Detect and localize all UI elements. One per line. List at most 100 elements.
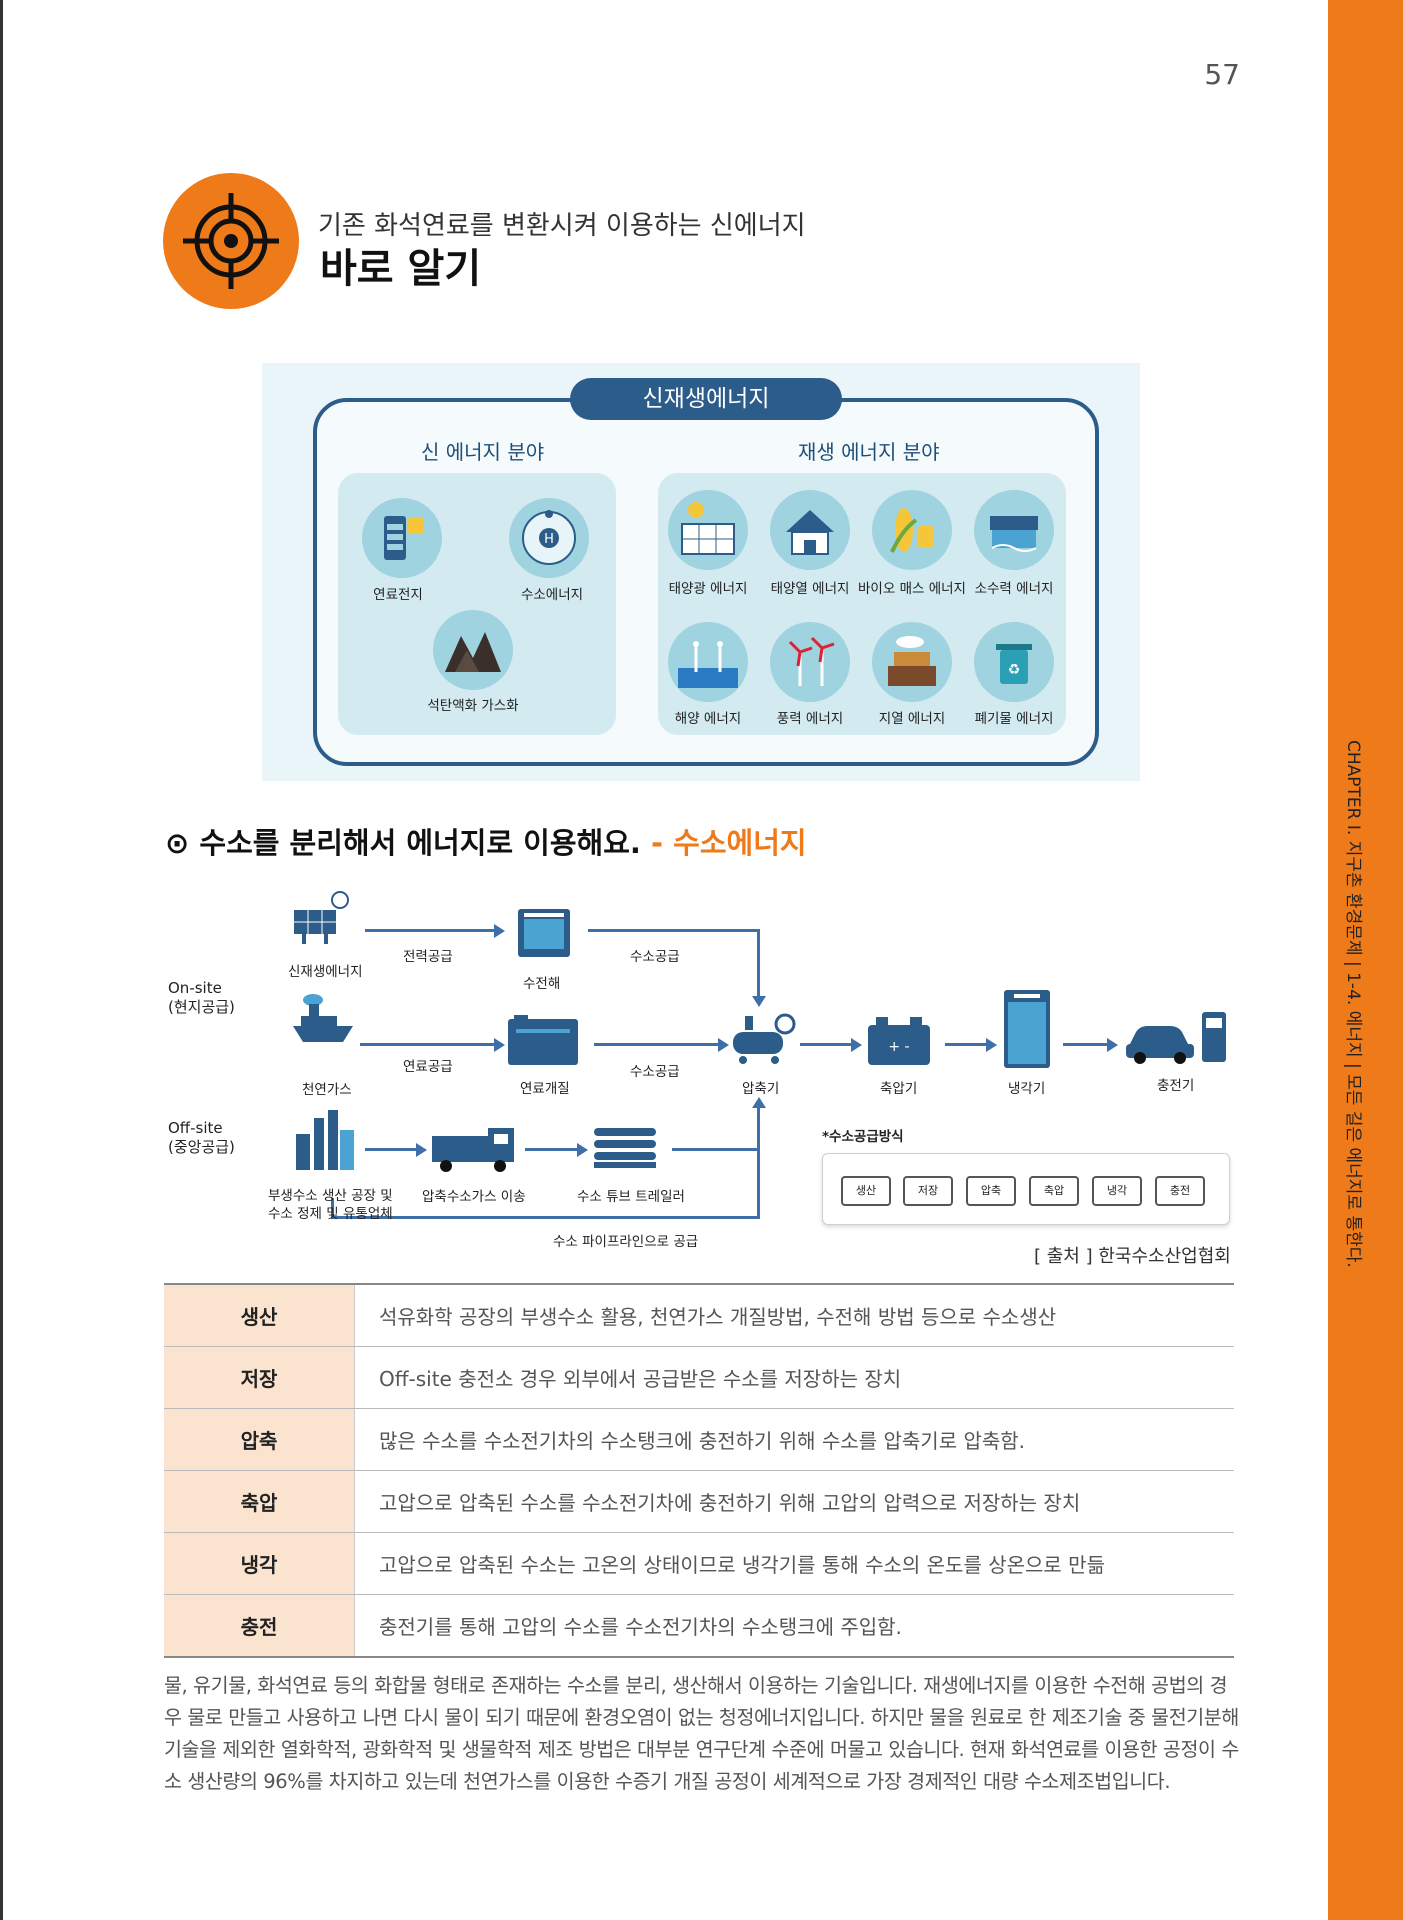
- table-term: 냉각: [164, 1532, 355, 1595]
- method-step: 냉각: [1092, 1176, 1142, 1206]
- flow-line: [800, 1043, 852, 1046]
- info-item-caption: 풍력 에너지: [776, 711, 844, 727]
- info-item-caption: 바이오 매스 에너지: [858, 581, 966, 597]
- svg-text:H: H: [544, 532, 554, 547]
- arrow-right-icon: [577, 1143, 588, 1157]
- chapter-side-tab: [1328, 0, 1403, 1920]
- ship-icon: [291, 990, 355, 1058]
- table-term: 압축: [164, 1408, 355, 1471]
- waste-energy-icon: ♻: [974, 622, 1054, 702]
- method-step: 저장: [903, 1176, 953, 1206]
- onsite-label-text: On-site: [168, 979, 222, 997]
- left-page-rule: [0, 0, 3, 1920]
- svg-text:+ -: + -: [888, 1039, 909, 1055]
- info-item-caption: 수소에너지: [520, 587, 584, 603]
- renewable-source-icon: [288, 888, 358, 952]
- cooler-icon: [1002, 988, 1052, 1074]
- bullet-icon: ⊙: [165, 826, 200, 860]
- offsite-source-line: 수소 정제 및 유통업체: [268, 1206, 393, 1222]
- arrow-right-icon: [416, 1143, 427, 1157]
- diagram-label: 수전해: [523, 976, 561, 992]
- info-item-caption: 해양 에너지: [674, 711, 742, 727]
- table-desc: 고압으로 압축된 수소를 수소전기차에 충전하기 위해 고압의 압력으로 저장하…: [354, 1470, 1234, 1533]
- diagram-label: 압축수소가스 이송: [422, 1189, 526, 1205]
- page-number: 57: [1204, 58, 1240, 91]
- diagram-label: 냉각기: [1008, 1081, 1046, 1097]
- diagram-label: 전력공급: [403, 949, 453, 965]
- info-item-caption: 지열 에너지: [878, 711, 946, 727]
- section-title-text: 수소를 분리해서 에너지로 이용해요.: [199, 826, 641, 860]
- diagram-label: 축압기: [880, 1081, 918, 1097]
- compressor-icon: [731, 1010, 797, 1070]
- electrolyzer-icon: [516, 907, 572, 963]
- heading-subtitle: 기존 화석연료를 변환시켜 이용하는 신에너지: [318, 211, 806, 241]
- diagram-label: 압축기: [742, 1081, 780, 1097]
- body-paragraph: 물, 유기물, 화석연료 등의 화합물 형태로 존재하는 수소를 분리, 생산해…: [164, 1674, 1239, 1793]
- info-item-caption: 석탄액화 가스화: [427, 698, 519, 714]
- info-item-caption: 태양광 에너지: [668, 581, 748, 597]
- diagram-label: 충전기: [1157, 1078, 1195, 1094]
- flow-line: [365, 1148, 417, 1151]
- diagram-label: 수소 튜브 트레일러: [577, 1189, 685, 1205]
- chapter-side-text: CHAPTER I. 지구촌 환경문제 | 1-4. 에너지 | 모든 길은 에…: [1343, 740, 1363, 1268]
- new-energy-label: 신 에너지 분야: [421, 440, 545, 464]
- section-title: ⊙ 수소를 분리해서 에너지로 이용해요. - 수소에너지: [165, 820, 807, 862]
- table-desc: Off-site 충전소 경우 외부에서 공급받은 수소를 저장하는 장치: [354, 1346, 1234, 1409]
- flow-line: [360, 1043, 495, 1046]
- ocean-energy-icon: [668, 622, 748, 702]
- onsite-label-sub: (현지공급): [168, 998, 235, 1016]
- info-item-caption: 소수력 에너지: [974, 581, 1054, 597]
- diagram-label: 신재생에너지: [288, 964, 363, 980]
- table-term: 생산: [164, 1283, 355, 1347]
- arrow-down-icon: [752, 996, 766, 1007]
- method-step: 압축: [966, 1176, 1016, 1206]
- table-desc: 고압으로 압축된 수소는 고온의 상태이므로 냉각기를 통해 수소의 온도를 상…: [354, 1532, 1234, 1595]
- table-desc: 많은 수소를 수소전기차의 수소탱크에 충전하기 위해 수소를 압축기로 압축함…: [354, 1408, 1234, 1471]
- flow-line: [331, 1216, 760, 1219]
- arrow-up-icon: [752, 1097, 766, 1108]
- reformer-icon: [506, 1013, 580, 1071]
- flow-line: [525, 1148, 578, 1151]
- arrow-right-icon: [1107, 1038, 1118, 1052]
- heading-title: 바로 알기: [320, 246, 482, 292]
- wind-energy-icon: [770, 622, 850, 702]
- offsite-label-sub: (중앙공급): [168, 1138, 235, 1156]
- charger-car-icon: [1124, 1010, 1230, 1070]
- diagram-label: 수소공급: [630, 1064, 680, 1080]
- table-term: 충전: [164, 1594, 355, 1658]
- offsite-label-text: Off-site: [168, 1119, 223, 1137]
- arrow-right-icon: [494, 1038, 505, 1052]
- diagram-label: 수소공급: [630, 949, 680, 965]
- flow-line: [945, 1043, 987, 1046]
- supply-method-box: 생산 저장 압축 축압 냉각 충전: [822, 1153, 1230, 1225]
- onsite-label: On-site (현지공급): [168, 979, 235, 1017]
- arrow-right-icon: [494, 924, 505, 938]
- heading-badge: [163, 173, 299, 309]
- flow-line: [588, 929, 760, 932]
- flow-line: [365, 929, 495, 932]
- method-step: 생산: [841, 1176, 891, 1206]
- offsite-source-line: 부생수소 생산 공장 및: [268, 1188, 393, 1204]
- diagram-label: 연료공급: [403, 1059, 453, 1075]
- method-step: 축압: [1029, 1176, 1079, 1206]
- svg-text:♻: ♻: [1008, 662, 1021, 678]
- section-title-highlight: - 수소에너지: [651, 826, 807, 860]
- flow-line: [331, 1198, 334, 1218]
- supply-method-title: *수소공급방식: [822, 1129, 904, 1145]
- solar-power-icon: [668, 490, 748, 570]
- arrow-right-icon: [986, 1038, 997, 1052]
- fuel-cell-icon: [362, 498, 442, 578]
- flow-line: [594, 1043, 719, 1046]
- geothermal-icon: [872, 622, 952, 702]
- info-item-caption: 연료전지: [373, 587, 423, 603]
- diagram-label: 천연가스: [302, 1082, 352, 1098]
- info-item-caption: 태양열 에너지: [770, 581, 850, 597]
- truck-icon: [430, 1124, 516, 1178]
